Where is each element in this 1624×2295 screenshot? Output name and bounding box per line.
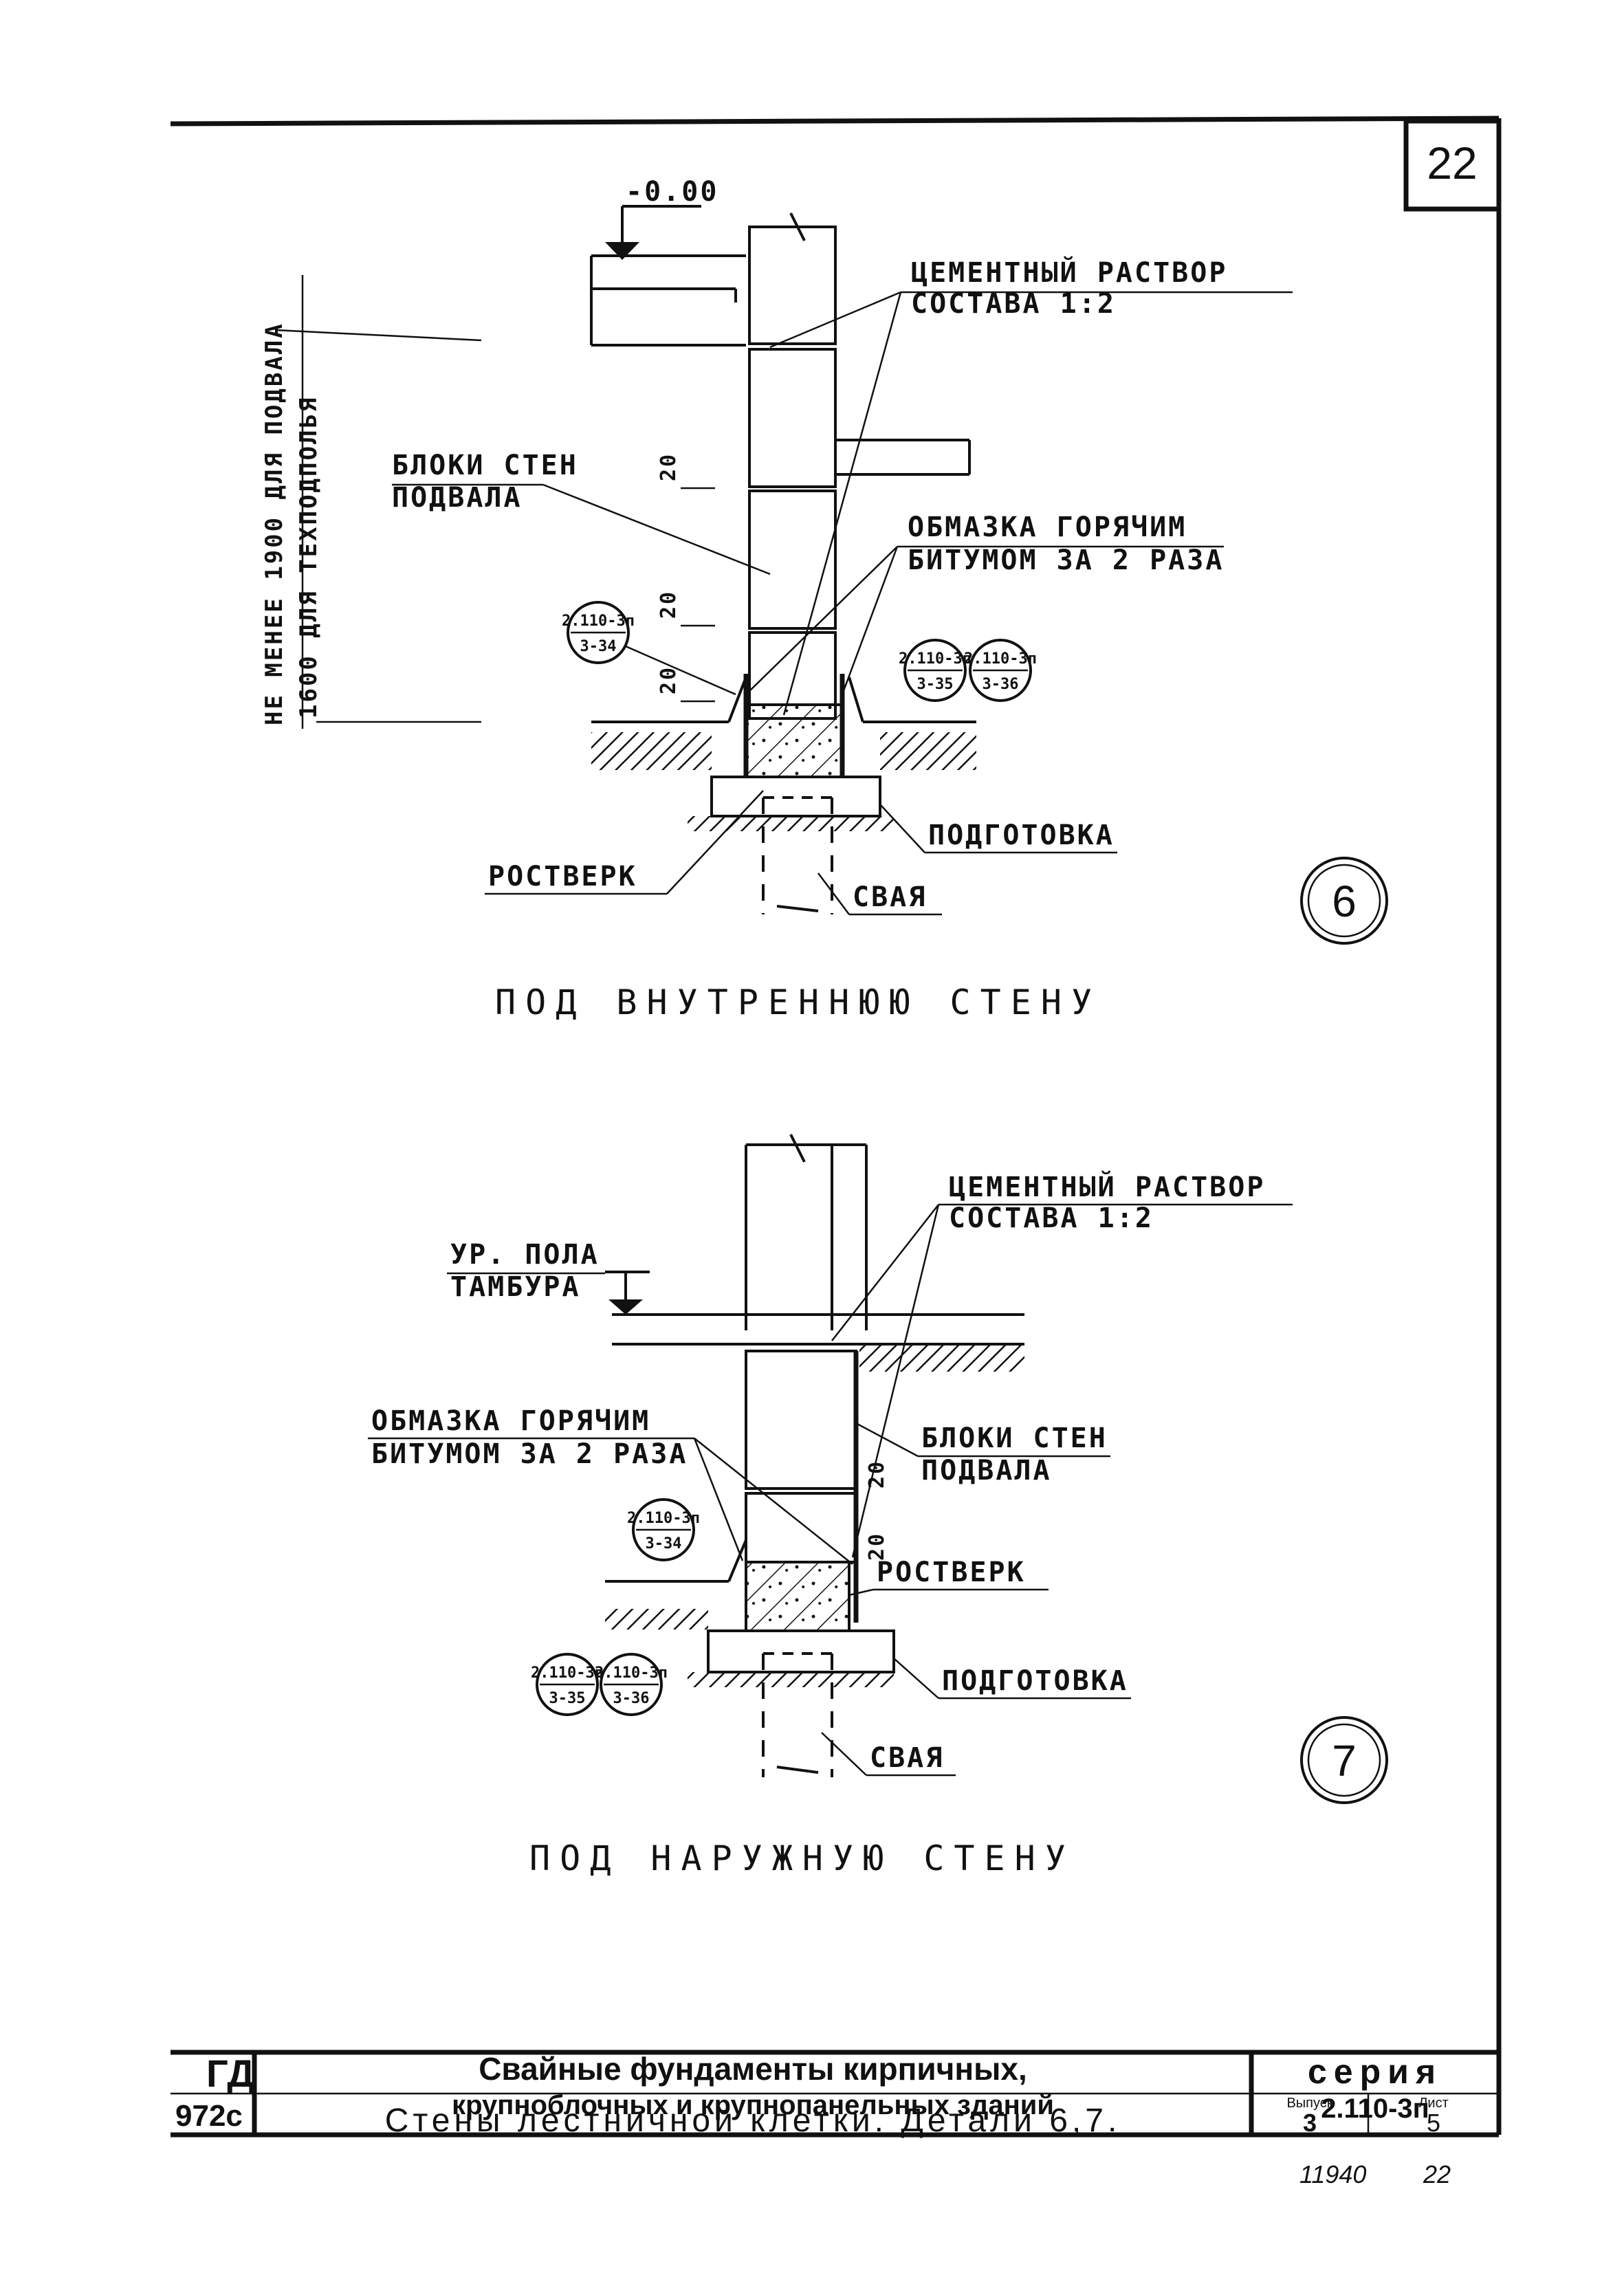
grillage bbox=[707, 1629, 895, 1673]
blocks-label-line1: БЛОКИ СТЕН bbox=[921, 1423, 1108, 1454]
svg-text:3-34: 3-34 bbox=[580, 638, 617, 655]
svg-text:3-36: 3-36 bbox=[613, 1690, 650, 1707]
svg-text:3-34: 3-34 bbox=[646, 1535, 682, 1552]
bitumen-label-line2: БИТУМОМ ЗА 2 РАЗА bbox=[371, 1438, 688, 1470]
wall-block bbox=[745, 1350, 857, 1490]
mortar-label-line2: СОСТАВА 1:2 bbox=[949, 1203, 1154, 1234]
title-line-2: крупноблочных и крупнопанельных зданий bbox=[452, 2090, 1054, 2120]
issue-value: 3 bbox=[1303, 2109, 1317, 2137]
floor-level-label-line1: УР. ПОЛА bbox=[450, 1239, 600, 1271]
wall-block bbox=[748, 490, 837, 630]
pile-label: СВАЯ bbox=[870, 1742, 944, 1774]
sheet-label: Лист bbox=[1418, 2096, 1448, 2111]
preparation-label: ПОДГОТОВКА bbox=[928, 820, 1115, 851]
sheet-value: 5 bbox=[1427, 2109, 1440, 2137]
dimension-20: 20 bbox=[657, 590, 681, 619]
org-code: ГД bbox=[206, 2052, 254, 2095]
footer-page: 22 bbox=[1423, 2160, 1451, 2188]
vertical-dimension-note-1: НЕ МЕНЕЕ 1900 ДЛЯ ПОДВАЛА bbox=[261, 322, 288, 725]
detail-6-caption: ПОД ВНУТРЕННЮЮ СТЕНУ bbox=[495, 982, 1101, 1022]
svg-text:2.110-3п: 2.110-3п bbox=[627, 1510, 700, 1527]
title-block bbox=[171, 2050, 1499, 2135]
bitumen-label-line1: ОБМАЗКА ГОРЯЧИМ bbox=[371, 1405, 650, 1437]
mortar-label-line1: ЦЕМЕНТНЫЙ РАСТВОР bbox=[949, 1170, 1265, 1203]
svg-text:2.110-3п: 2.110-3п bbox=[531, 1665, 604, 1682]
grillage-label: РОСТВЕРК bbox=[877, 1557, 1026, 1588]
svg-text:2.110-3п: 2.110-3п bbox=[899, 650, 972, 668]
reference-mark-3-34: 2.110-3п 3-34 bbox=[627, 1498, 700, 1561]
wall-block bbox=[748, 226, 837, 345]
wall-block bbox=[745, 1492, 857, 1563]
dimension-20: 20 bbox=[865, 1460, 889, 1489]
blocks-label-line1: БЛОКИ СТЕН bbox=[392, 450, 578, 481]
reference-mark-3-35: 2.110-3п 3-35 bbox=[899, 639, 972, 702]
blocks-label-line2: ПОДВАЛА bbox=[392, 482, 523, 514]
wall-block bbox=[748, 348, 837, 488]
page-number: 22 bbox=[1427, 138, 1477, 188]
dimension-20: 20 bbox=[865, 1532, 889, 1561]
reference-mark-3-36: 2.110-3п 3-36 bbox=[595, 1653, 668, 1716]
detail-7-caption: ПОД НАРУЖНУЮ СТЕНУ bbox=[529, 1838, 1075, 1878]
grillage bbox=[710, 776, 881, 817]
svg-text:7: 7 bbox=[1332, 1736, 1357, 1786]
reference-mark-3-35: 2.110-3п 3-35 bbox=[531, 1653, 604, 1716]
mortar-label-line2: СОСТАВА 1:2 bbox=[911, 288, 1116, 320]
reference-mark-3-36: 2.110-3п 3-36 bbox=[964, 639, 1037, 702]
svg-text:2.110-3п: 2.110-3п bbox=[964, 650, 1037, 668]
detail-number-6: 6 bbox=[1300, 857, 1388, 945]
dimension-20: 20 bbox=[657, 452, 681, 481]
svg-text:3-36: 3-36 bbox=[983, 676, 1019, 693]
detail-6: -0.00 bbox=[261, 176, 1388, 1022]
svg-text:2.110-3п: 2.110-3п bbox=[562, 613, 635, 630]
series-label: серия bbox=[1308, 2052, 1442, 2091]
svg-text:3-35: 3-35 bbox=[917, 676, 954, 693]
sheet-frame bbox=[170, 116, 1502, 2138]
floor-level-label-line2: ТАМБУРА bbox=[450, 1271, 581, 1303]
grillage-label: РОСТВЕРК bbox=[488, 861, 637, 892]
preparation-label: ПОДГОТОВКА bbox=[942, 1665, 1128, 1697]
document-code: 972с bbox=[175, 2099, 243, 2133]
svg-text:3-35: 3-35 bbox=[549, 1690, 586, 1707]
vertical-dimension-note-2: 1600 ДЛЯ ТЕХПОДПОЛЬЯ bbox=[295, 396, 322, 718]
svg-text:6: 6 bbox=[1332, 877, 1357, 926]
reference-mark-3-34: 2.110-3п 3-34 bbox=[562, 601, 736, 696]
sheet-title: Стены лестничной клетки. Детали 6,7. bbox=[385, 2102, 1121, 2139]
detail-number-7: 7 bbox=[1300, 1716, 1388, 1804]
dimension-20: 20 bbox=[657, 666, 681, 694]
issue-label: Выпуск bbox=[1286, 2096, 1332, 2111]
series-value: 2.110-3п bbox=[1321, 2094, 1429, 2124]
title-line-1: Свайные фундаменты кирпичных, bbox=[479, 2051, 1027, 2087]
blocks-label-line2: ПОДВАЛА bbox=[921, 1455, 1052, 1486]
bitumen-label-line2: БИТУМОМ ЗА 2 РАЗА bbox=[908, 545, 1224, 576]
mortar-label-line1: ЦЕМЕНТНЫЙ РАСТВОР bbox=[911, 256, 1227, 289]
footer-number: 11940 bbox=[1299, 2160, 1366, 2188]
detail-7: УР. ПОЛА ТАМБУРА ЦЕМЕНТНЫЙ РАСТВОР СОСТА… bbox=[368, 1134, 1388, 1878]
bitumen-label-line1: ОБМАЗКА ГОРЯЧИМ bbox=[908, 512, 1187, 543]
svg-text:2.110-3п: 2.110-3п bbox=[595, 1665, 668, 1682]
elevation-mark: -0.00 bbox=[626, 176, 718, 208]
pile-label: СВАЯ bbox=[853, 881, 927, 913]
